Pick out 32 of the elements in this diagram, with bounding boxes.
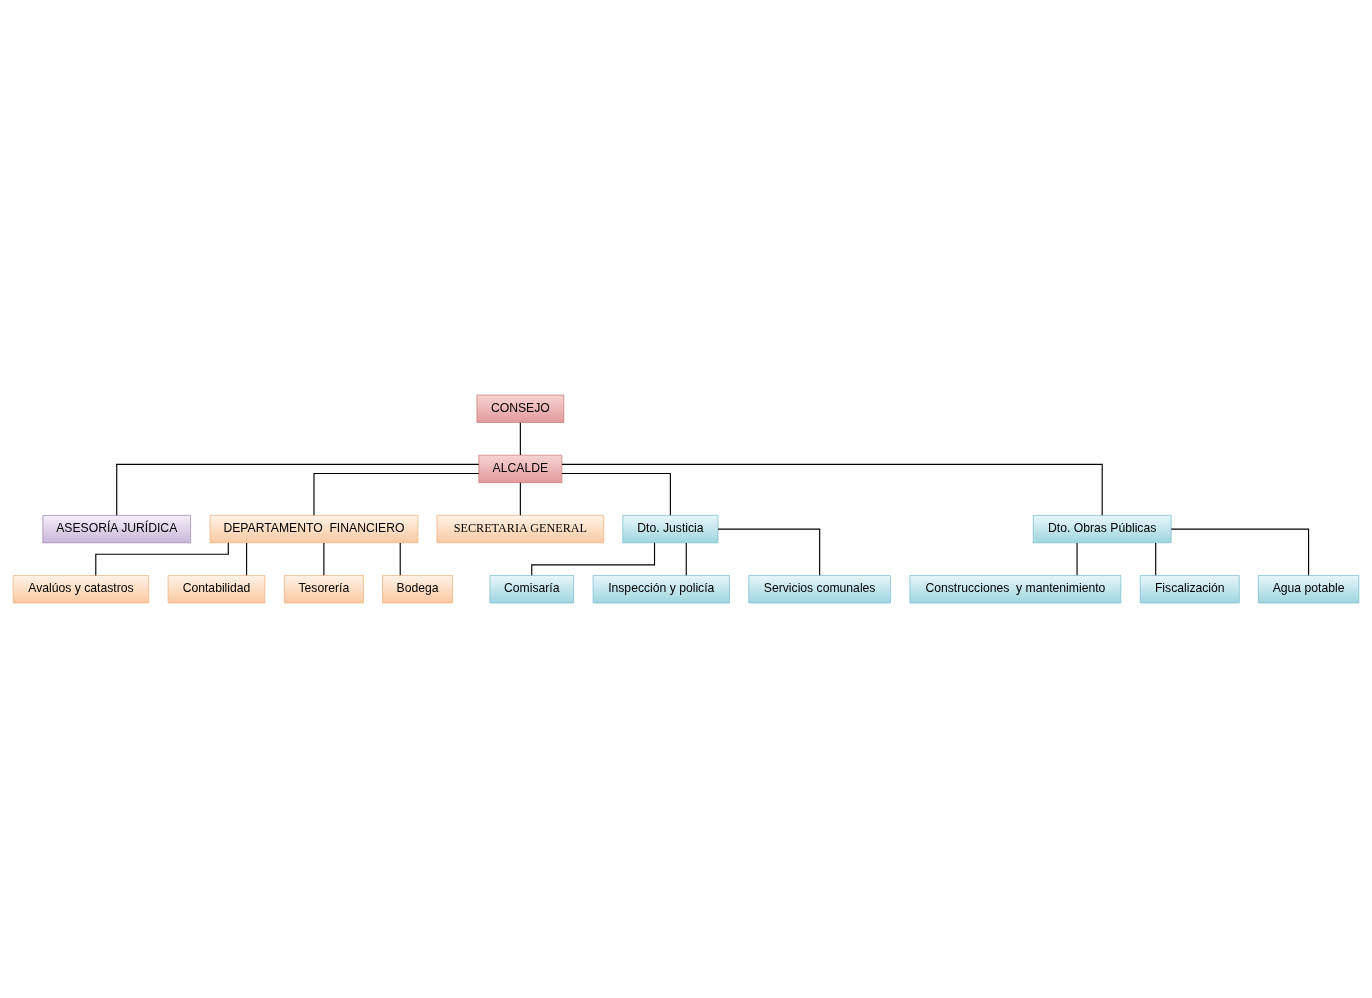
- connector: [519, 482, 521, 516]
- node-box: DEPARTAMENTO FINANCIERO: [209, 515, 419, 544]
- connector: [717, 528, 821, 576]
- node-box: Avalúos y catastros: [12, 575, 150, 604]
- connector: [1155, 542, 1157, 576]
- connector: [519, 422, 521, 456]
- node-box: Servicios comunales: [748, 575, 891, 604]
- node-box: Contabilidad: [167, 575, 266, 604]
- node-box: Bodega: [382, 575, 453, 604]
- connector: [399, 542, 401, 576]
- node-box: Fiscalización: [1139, 575, 1240, 604]
- connector: [685, 542, 687, 576]
- node-box: Agua potable: [1257, 575, 1360, 604]
- node-box: Inspección y policía: [592, 575, 730, 604]
- node-box: Dto. Obras Públicas: [1032, 515, 1172, 544]
- node-box: Dto. Justicia: [622, 515, 719, 544]
- connector: [1170, 528, 1310, 576]
- connector: [95, 542, 229, 576]
- node-box: Tesorería: [283, 575, 364, 604]
- connector: [531, 542, 656, 576]
- node-box: CONSEJO: [476, 394, 565, 423]
- connector: [561, 472, 671, 516]
- node-box: Construcciones y mantenimiento: [909, 575, 1122, 604]
- connector: [323, 542, 325, 576]
- connector: [313, 472, 480, 516]
- node-box: ALCALDE: [478, 454, 563, 483]
- node-box: Comisaría: [489, 575, 575, 604]
- node-box: SECRETARIA GENERAL: [436, 515, 605, 544]
- connector: [246, 542, 248, 576]
- node-box: ASESORÍA JURÍDICA: [42, 515, 191, 544]
- connector: [561, 463, 1103, 516]
- connector: [116, 463, 480, 516]
